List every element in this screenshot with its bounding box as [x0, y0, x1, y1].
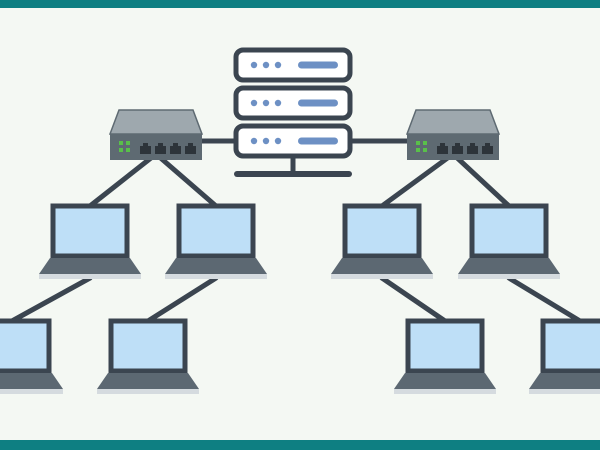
cable-link-6: [450, 151, 512, 209]
server-unit-2: [233, 85, 353, 121]
server-status-dot: [250, 137, 258, 145]
switch-top-face: [108, 109, 204, 135]
server-status-dot: [250, 99, 258, 107]
switch-led: [416, 141, 420, 145]
switch-led: [126, 148, 130, 152]
laptop-screen: [176, 203, 256, 259]
laptop-keyboard-deck: [165, 258, 267, 274]
laptop-icon: [39, 203, 141, 279]
server-status-dot: [262, 61, 270, 69]
server-status-dot: [262, 99, 270, 107]
ethernet-port-icon: [482, 143, 493, 154]
server-unit-body: [233, 85, 353, 121]
switch-led: [423, 148, 427, 152]
cable-link-4: [153, 151, 219, 209]
laptop-keyboard-deck: [97, 373, 199, 389]
laptop-screen: [0, 318, 52, 374]
laptop-screen: [50, 203, 130, 259]
laptop-screen: [469, 203, 549, 259]
server-status-dot: [274, 99, 282, 107]
laptop-base: [529, 389, 600, 394]
ethernet-port-icon: [452, 143, 463, 154]
server-status-dot: [262, 137, 270, 145]
ethernet-port-icon: [185, 143, 196, 154]
cable-link-3: [87, 151, 159, 209]
laptop-screen: [540, 318, 600, 374]
cable-link-8: [145, 275, 219, 324]
network-switch-icon: [405, 109, 501, 160]
switch-top-face: [405, 109, 501, 135]
ethernet-port-icon: [170, 143, 181, 154]
switch-led: [126, 141, 130, 145]
laptop-icon: [331, 203, 433, 279]
laptop-keyboard-deck: [394, 373, 496, 389]
server-base: [234, 171, 352, 177]
ethernet-port-icon: [467, 143, 478, 154]
switch-led: [119, 148, 123, 152]
top-border: [0, 0, 600, 8]
laptop-base: [394, 389, 496, 394]
laptop-icon: [165, 203, 267, 279]
laptop-base: [165, 274, 267, 279]
laptop-icon: [0, 318, 63, 394]
laptop-keyboard-deck: [458, 258, 560, 274]
server-rack-icon: [233, 47, 353, 177]
ethernet-port-icon: [155, 143, 166, 154]
laptop-base: [458, 274, 560, 279]
server-drive-bar: [298, 137, 338, 145]
server-unit-body: [233, 47, 353, 83]
server-status-dot: [274, 61, 282, 69]
laptop-icon: [394, 318, 496, 394]
laptop-screen: [342, 203, 422, 259]
cables: [9, 138, 583, 324]
laptop-keyboard-deck: [0, 373, 63, 389]
server-unit-3: [233, 123, 353, 159]
cable-link-9: [379, 275, 448, 324]
cable-link-10: [506, 275, 583, 324]
cable-link-7: [9, 275, 93, 324]
server-status-dot: [250, 61, 258, 69]
server-status-dot: [274, 137, 282, 145]
switch-led: [423, 141, 427, 145]
laptop-base: [0, 389, 63, 394]
laptop-base: [97, 389, 199, 394]
laptop-base: [331, 274, 433, 279]
laptop-keyboard-deck: [529, 373, 600, 389]
laptop-keyboard-deck: [331, 258, 433, 274]
switch-led: [416, 148, 420, 152]
server-unit-1: [233, 47, 353, 83]
bottom-border: [0, 440, 600, 450]
network-switch-icon: [108, 109, 204, 160]
laptop-screen: [108, 318, 188, 374]
laptop-icon: [458, 203, 560, 279]
laptop-keyboard-deck: [39, 258, 141, 274]
server-drive-bar: [298, 99, 338, 107]
switch-led-indicator: [416, 141, 427, 152]
switch-led: [119, 141, 123, 145]
laptop-icon: [97, 318, 199, 394]
laptop-base: [39, 274, 141, 279]
server-drive-bar: [298, 61, 338, 69]
ethernet-port-icon: [140, 143, 151, 154]
laptop-screen: [405, 318, 485, 374]
laptop-icon: [529, 318, 600, 394]
cable-link-5: [379, 151, 456, 209]
switch-led-indicator: [119, 141, 130, 152]
ethernet-port-icon: [437, 143, 448, 154]
